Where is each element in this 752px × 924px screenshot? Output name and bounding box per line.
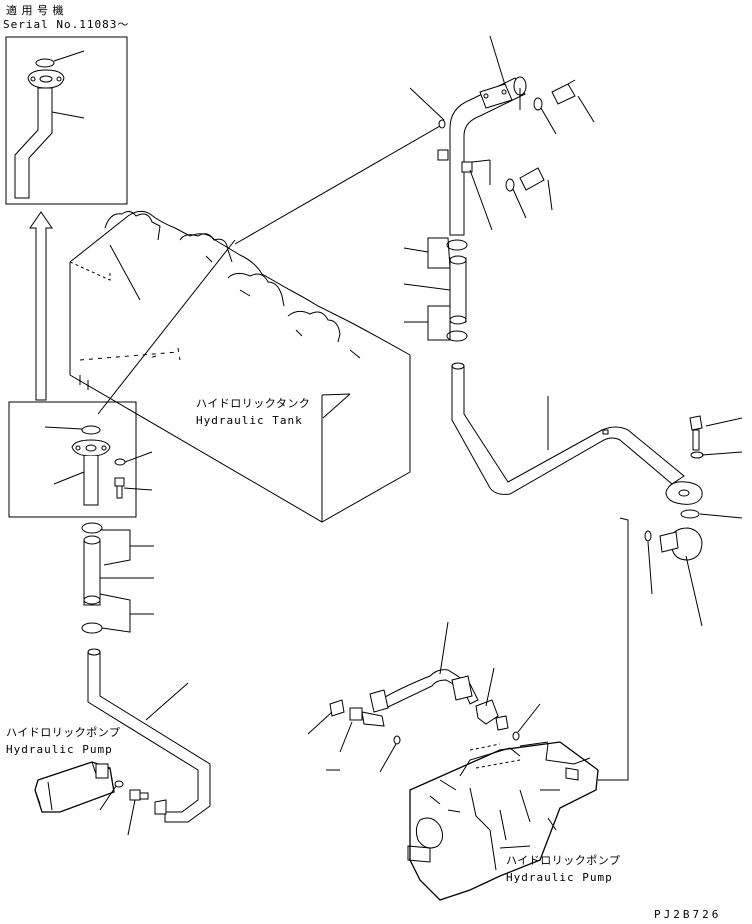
hydraulic-tank-label-jp: ハイドロリックタンク [196, 397, 311, 410]
suction-pipe-left [87, 648, 211, 823]
suction-pipe-right [451, 362, 743, 781]
suction-flange-box [8, 239, 236, 518]
hydraulic-pump-left-label-jp: ハイドロリックポンプ [6, 726, 121, 739]
serial-number-label: Serial No.11083～ [3, 18, 130, 31]
inset-box [5, 36, 128, 205]
hydraulic-pump-left-label-en: Hydraulic Pump [6, 743, 113, 756]
suction-hose-left [81, 522, 154, 634]
drawing-code: PJ2B726 [654, 908, 722, 921]
hydraulic-pump-left [34, 761, 167, 836]
hydraulic-tank [69, 210, 411, 523]
hydraulic-pump-right-label-jp: ハイドロリックポンプ [506, 854, 621, 867]
suction-hose-right [403, 237, 468, 342]
tank-outlet-assembly [234, 35, 595, 245]
reference-arrow [29, 211, 53, 401]
hydraulic-pump-right-label-en: Hydraulic Pump [506, 871, 613, 884]
applicability-label: 適 用 号 機 [6, 4, 64, 17]
hydraulic-tank-label-en: Hydraulic Tank [196, 414, 303, 427]
hydraulic-pump-right [307, 621, 599, 901]
